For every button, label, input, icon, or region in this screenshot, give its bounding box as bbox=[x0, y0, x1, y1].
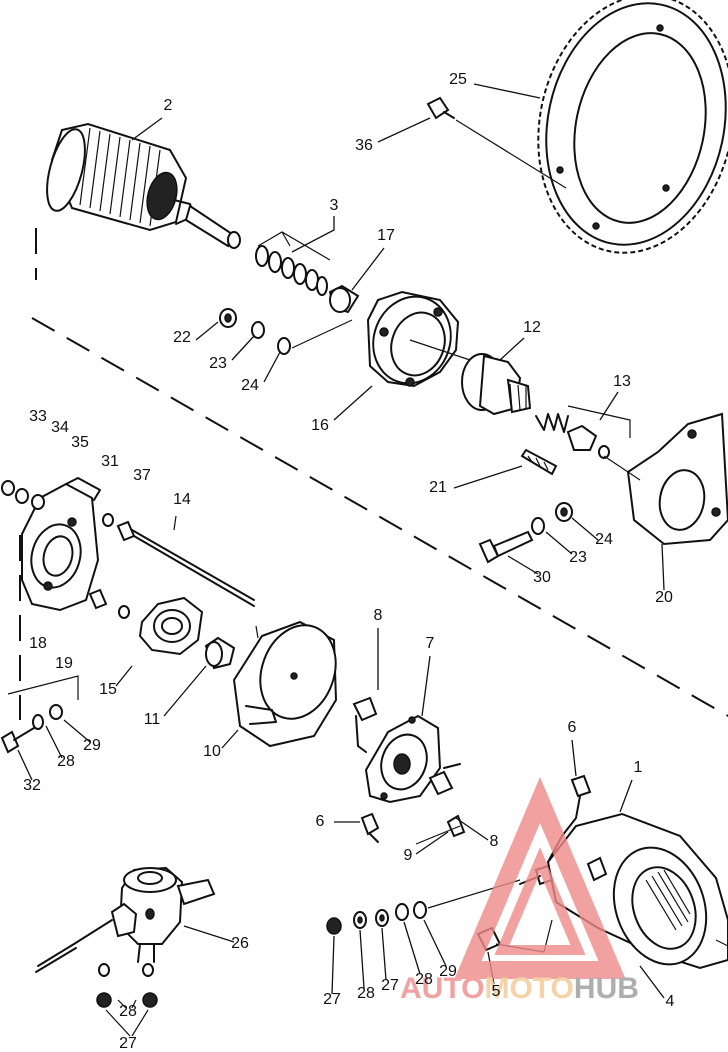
part-label-30: 30 bbox=[533, 569, 551, 586]
part-label-27c: 27 bbox=[119, 1035, 137, 1052]
pinion-clutch bbox=[461, 353, 532, 416]
part-label-8b: 8 bbox=[490, 833, 499, 850]
part-label-28b: 28 bbox=[415, 971, 433, 988]
end-frame-washers bbox=[1, 480, 114, 527]
brush-holder bbox=[352, 696, 461, 804]
part-label-21: 21 bbox=[429, 479, 447, 496]
part-label-17: 17 bbox=[377, 227, 395, 244]
drive-end-housing bbox=[366, 290, 477, 388]
part-label-15: 15 bbox=[99, 681, 117, 698]
part-label-6b: 6 bbox=[316, 813, 325, 830]
part-label-35: 35 bbox=[71, 434, 89, 451]
part-label-23a: 23 bbox=[209, 355, 227, 372]
part-label-31: 31 bbox=[101, 453, 119, 470]
bushing bbox=[328, 284, 360, 314]
part-label-23b: 23 bbox=[569, 549, 587, 566]
pin bbox=[520, 448, 558, 476]
part-label-24b: 24 bbox=[595, 531, 613, 548]
part-label-25: 25 bbox=[449, 71, 467, 88]
leader-lines bbox=[17, 83, 665, 999]
part-label-8a: 8 bbox=[374, 607, 383, 624]
part-label-2: 2 bbox=[164, 97, 173, 114]
brush-plate bbox=[138, 596, 204, 656]
ring-gear bbox=[537, 0, 728, 254]
part-label-7: 7 bbox=[426, 635, 435, 652]
part-label-20: 20 bbox=[655, 589, 673, 606]
end-bracket bbox=[603, 412, 728, 546]
part-label-6a: 6 bbox=[568, 719, 577, 736]
watermark-text-hub: HUB bbox=[574, 972, 639, 1005]
part-label-26: 26 bbox=[231, 935, 249, 952]
starter-motor-housing bbox=[519, 774, 728, 970]
part-label-4: 4 bbox=[666, 993, 675, 1010]
starter-solenoid bbox=[35, 866, 216, 1037]
part-label-9: 9 bbox=[404, 847, 413, 864]
part-label-3: 3 bbox=[330, 197, 339, 214]
part-label-13: 13 bbox=[613, 373, 631, 390]
watermark-text: AUTOMOTOHUB bbox=[400, 972, 639, 1005]
ring-gear-bolt bbox=[426, 96, 567, 189]
part-label-28d: 28 bbox=[119, 1003, 137, 1020]
part-label-28a: 28 bbox=[57, 753, 75, 770]
part-label-5: 5 bbox=[492, 983, 501, 1000]
part-label-27b: 27 bbox=[323, 991, 341, 1008]
part-label-22: 22 bbox=[173, 329, 191, 346]
watermark-logo: AUTOMOTOHUB bbox=[400, 776, 639, 1005]
part-label-27a: 27 bbox=[381, 977, 399, 994]
part-label-29a: 29 bbox=[83, 737, 101, 754]
commutator-end-frame bbox=[21, 477, 101, 612]
part-label-24a: 24 bbox=[241, 377, 259, 394]
part-label-10: 10 bbox=[203, 743, 221, 760]
watermark-text-auto: AUTO bbox=[400, 972, 484, 1005]
thrust-washers bbox=[255, 231, 331, 296]
part-number-labels: 2253631722232412131633343531372114242330… bbox=[23, 71, 674, 1052]
brush-and-screw bbox=[360, 812, 466, 845]
part-label-34: 34 bbox=[51, 419, 69, 436]
through-bolt bbox=[116, 515, 255, 607]
part-label-11: 11 bbox=[144, 711, 161, 728]
part-label-14: 14 bbox=[173, 491, 191, 508]
part-label-18: 18 bbox=[29, 635, 47, 652]
nut-washer-set-upper bbox=[219, 308, 353, 355]
commutator-bushing bbox=[204, 636, 236, 670]
bolt-and-washers bbox=[478, 502, 573, 564]
bracket-screw bbox=[88, 588, 130, 619]
part-label-28c: 28 bbox=[357, 985, 375, 1002]
part-label-29b: 29 bbox=[439, 963, 457, 980]
part-label-33: 33 bbox=[29, 408, 47, 425]
part-label-37: 37 bbox=[133, 467, 151, 484]
part-label-36: 36 bbox=[355, 137, 373, 154]
watermark-text-moto: MOTO bbox=[484, 972, 573, 1005]
section-divider-lines bbox=[19, 228, 728, 720]
left-bolt-set bbox=[0, 675, 79, 754]
spring-and-collar bbox=[535, 405, 631, 459]
part-label-19: 19 bbox=[55, 655, 73, 672]
part-label-1: 1 bbox=[634, 759, 643, 776]
part-label-32: 32 bbox=[23, 777, 41, 794]
part-label-16: 16 bbox=[311, 417, 329, 434]
armature bbox=[46, 122, 241, 249]
part-label-12: 12 bbox=[523, 319, 541, 336]
field-frame-cover bbox=[232, 620, 338, 748]
